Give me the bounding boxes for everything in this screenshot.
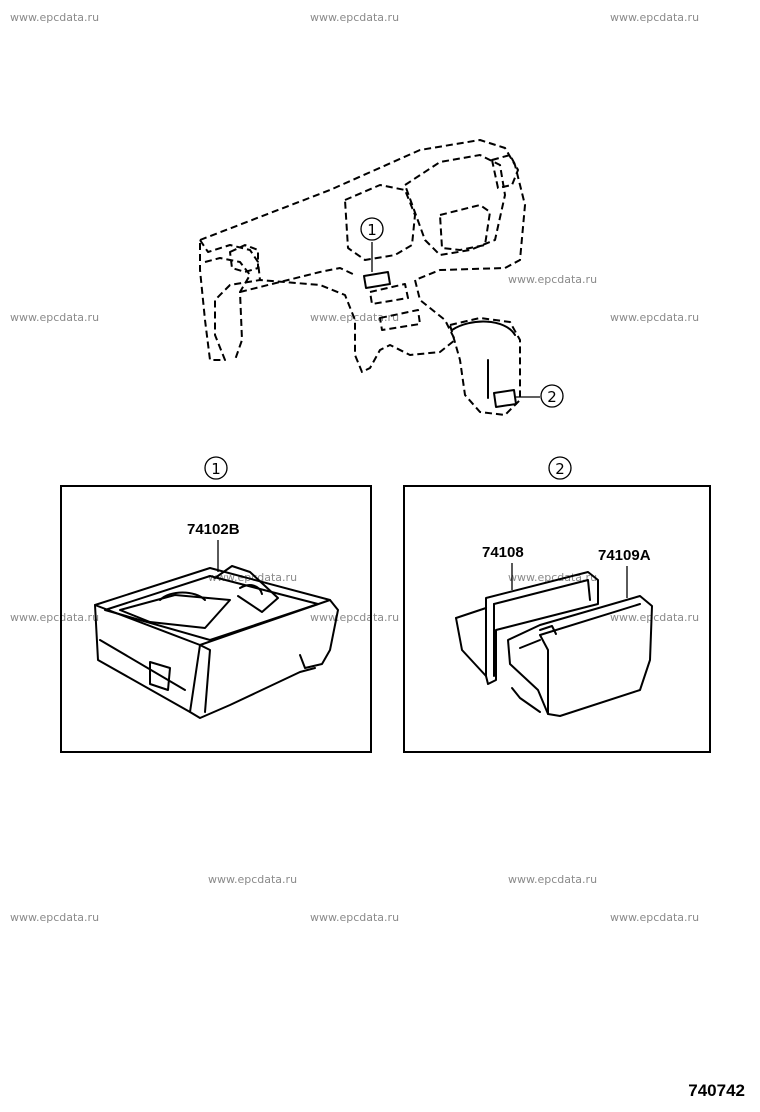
watermark-text: www.epcdata.ru (10, 11, 99, 24)
watermark-text: www.epcdata.ru (10, 611, 99, 624)
dashboard-left-panel (204, 257, 251, 361)
center-vent-outline (344, 184, 416, 261)
callout-label-2: 2 (547, 388, 557, 406)
ashtray-box-drawing (507, 595, 653, 717)
console-outline (449, 317, 521, 416)
watermark-text: www.epcdata.ru (610, 11, 699, 24)
dashboard-outline (199, 139, 526, 373)
watermark-text: www.epcdata.ru (508, 873, 597, 886)
cluster-opening-outline (439, 204, 491, 251)
callout-circle-1 (360, 217, 384, 241)
panel-2-badge (548, 456, 572, 480)
detail-panel-2: 2 74108 74109A (403, 456, 711, 753)
figure-number: 740742 (688, 1081, 745, 1100)
panel-2-frame (403, 485, 711, 753)
watermark-text: www.epcdata.ru (10, 311, 99, 324)
right-vent-outline (491, 154, 519, 189)
callout-label-1: 1 (367, 221, 377, 239)
watermark-text: www.epcdata.ru (208, 873, 297, 886)
watermark-text: www.epcdata.ru (610, 311, 699, 324)
watermark-text: www.epcdata.ru (610, 611, 699, 624)
watermark-text: www.epcdata.ru (508, 571, 597, 584)
watermarks: www.epcdata.ru www.epcdata.ru www.epcdat… (10, 11, 699, 924)
part-number-74102b: 74102B (187, 521, 240, 538)
audio-slot-outline (369, 283, 409, 305)
watermark-text: www.epcdata.ru (310, 611, 399, 624)
watermark-text: www.epcdata.ru (310, 911, 399, 924)
dashboard-upper-line (199, 239, 261, 281)
watermark-text: www.epcdata.ru (310, 11, 399, 24)
watermark-text: www.epcdata.ru (508, 273, 597, 286)
panel-2-label: 2 (555, 460, 565, 478)
ashtray-location-2 (493, 389, 517, 408)
ashtray-bezel-drawing (455, 571, 599, 713)
ashtray-location-1 (363, 271, 391, 289)
watermark-text: www.epcdata.ru (10, 911, 99, 924)
ashtray-assembly-drawing (94, 565, 339, 719)
dashboard-lower-line (239, 267, 356, 293)
panel-1-badge (204, 456, 228, 480)
panel-1-frame (60, 485, 372, 753)
lower-slot-outline (379, 309, 421, 331)
panel-1-label: 1 (211, 460, 221, 478)
watermark-text: www.epcdata.ru (610, 911, 699, 924)
part-number-74109a: 74109A (598, 547, 651, 564)
console-box-top (451, 320, 516, 336)
part-number-74108: 74108 (482, 544, 524, 561)
callout-circle-2 (540, 384, 564, 408)
cluster-hood-outline (404, 154, 506, 256)
dashboard-overview: 1 2 (199, 139, 564, 416)
detail-panel-1: 1 74102B (60, 456, 372, 753)
left-vent-outline (229, 244, 259, 273)
